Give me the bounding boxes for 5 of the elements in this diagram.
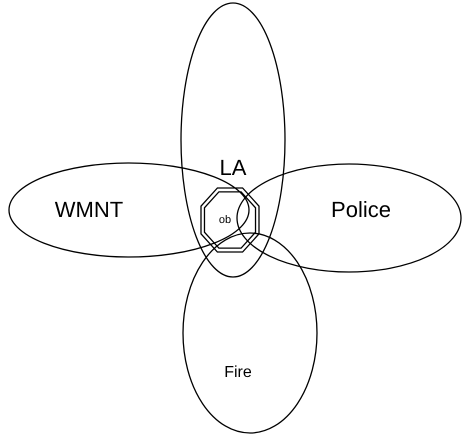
shape-label: WMNT (54, 199, 124, 221)
shape-label: Fire (224, 365, 252, 381)
shape-label: LA (220, 157, 246, 179)
shape-label: Police (331, 199, 391, 221)
shape-label: ob (218, 214, 232, 226)
